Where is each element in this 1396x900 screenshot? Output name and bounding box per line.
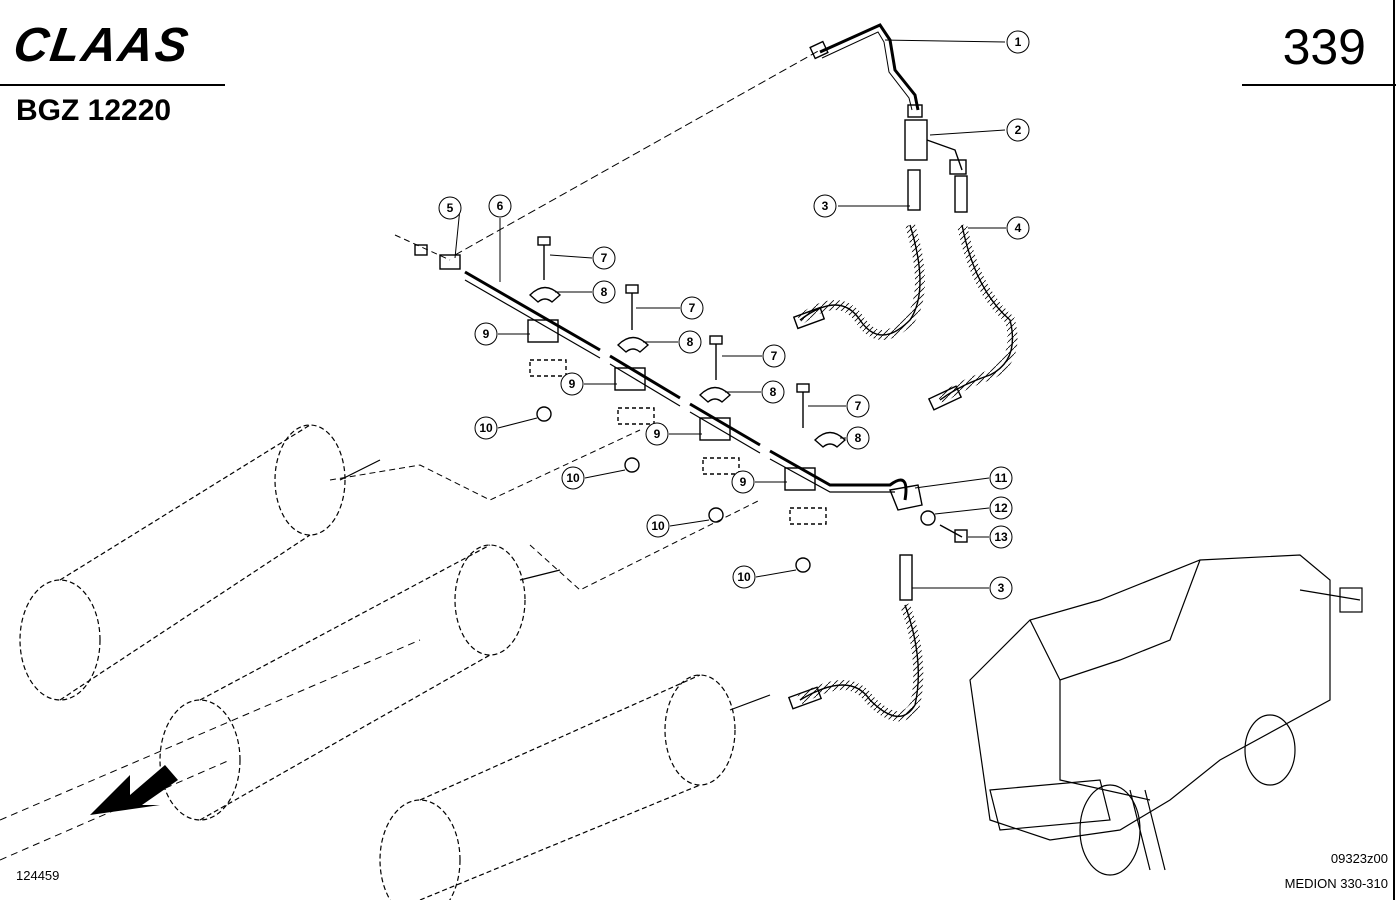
header-rule-right bbox=[1242, 84, 1396, 86]
direction-arrow-icon bbox=[90, 765, 178, 815]
callout-7d: 7 bbox=[855, 399, 862, 413]
page-number: 339 bbox=[1282, 19, 1366, 75]
figure-number: 124459 bbox=[16, 868, 60, 883]
callout-8b: 8 bbox=[687, 335, 694, 349]
callout-5: 5 bbox=[447, 201, 454, 215]
callout-8d: 8 bbox=[855, 431, 862, 445]
frame-right-edge bbox=[1393, 0, 1395, 900]
callout-7c: 7 bbox=[771, 349, 778, 363]
callout-1: 1 bbox=[1015, 35, 1022, 49]
document-code: BGZ 12220 bbox=[16, 94, 172, 127]
header-rule-left bbox=[0, 84, 225, 86]
callout-10b: 10 bbox=[566, 471, 580, 485]
callout-9d: 9 bbox=[740, 475, 747, 489]
callout-3b: 3 bbox=[998, 581, 1005, 595]
callout-10a: 10 bbox=[479, 421, 493, 435]
callout-3: 3 bbox=[822, 199, 829, 213]
callout-8a: 8 bbox=[601, 285, 608, 299]
callout-13: 13 bbox=[994, 530, 1008, 544]
model-label: MEDION 330-310 bbox=[1284, 876, 1388, 891]
callout-12: 12 bbox=[994, 501, 1008, 515]
callout-9a: 9 bbox=[483, 327, 490, 341]
callout-6: 6 bbox=[497, 199, 504, 213]
callout-7a: 7 bbox=[601, 251, 608, 265]
callout-8c: 8 bbox=[770, 385, 777, 399]
callout-10d: 10 bbox=[737, 570, 751, 584]
callout-9b: 9 bbox=[569, 377, 576, 391]
callout-2: 2 bbox=[1015, 123, 1022, 137]
drawing-reference: 09323z00 bbox=[1330, 851, 1388, 866]
callout-4: 4 bbox=[1015, 221, 1022, 235]
callout-10c: 10 bbox=[651, 519, 665, 533]
callout-9c: 9 bbox=[654, 427, 661, 441]
combine-harvester-illustration bbox=[969, 554, 1363, 876]
callout-7b: 7 bbox=[689, 301, 696, 315]
callout-11: 11 bbox=[995, 471, 1008, 485]
